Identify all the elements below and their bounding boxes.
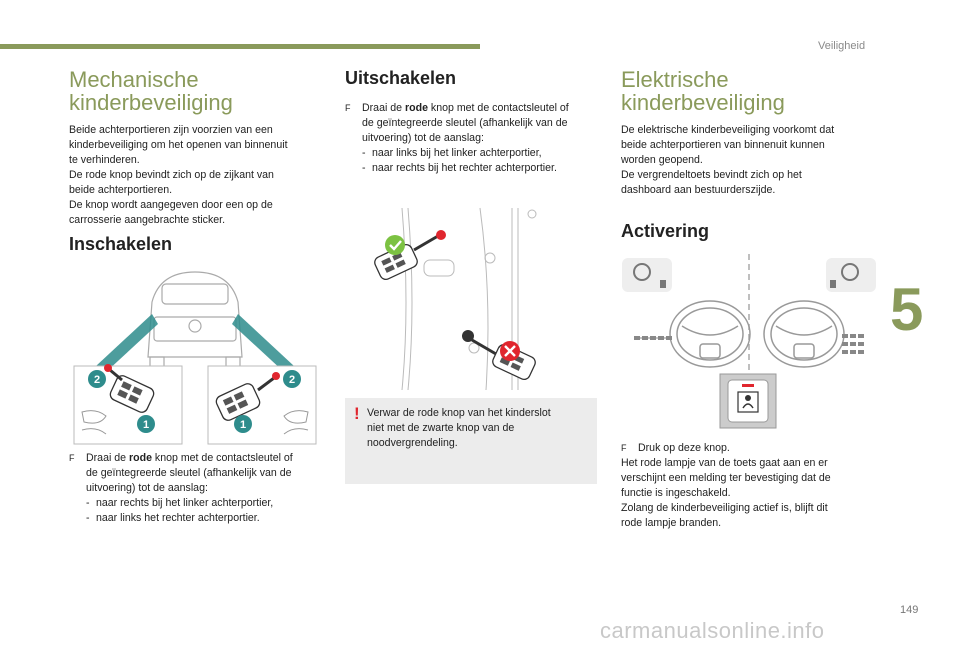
pointer-left-icon bbox=[96, 314, 158, 372]
callout-1-left-icon: 1 bbox=[137, 415, 155, 433]
step-bullet: F bbox=[345, 103, 351, 113]
warning-icon: ! bbox=[354, 404, 360, 423]
electric-title: Elektrische kinderbeveiliging bbox=[621, 67, 785, 115]
red-button-right-icon bbox=[272, 372, 280, 380]
mechanical-lock-illustration: 2 2 1 1 bbox=[73, 271, 317, 445]
callout-1-right-icon: 1 bbox=[234, 415, 252, 433]
key-fob-right-icon bbox=[215, 383, 261, 421]
svg-text:1: 1 bbox=[143, 419, 149, 431]
disable-illustration bbox=[374, 207, 537, 391]
right-intro: De elektrische kinderbeveiliging voorkom… bbox=[621, 124, 835, 196]
left-intro: Beide achterportieren zijn voorzien van … bbox=[69, 124, 288, 226]
lhd-steering-wheel-icon bbox=[669, 300, 751, 368]
red-button-left-icon bbox=[104, 364, 112, 372]
black-button-icon bbox=[462, 330, 474, 342]
disable-heading-wrap: Uitschakelen bbox=[345, 68, 600, 89]
rhd-steering-wheel-icon bbox=[763, 300, 845, 368]
header-accent-bar bbox=[0, 44, 480, 49]
red-button-icon bbox=[436, 230, 446, 240]
activation-heading: Activering bbox=[621, 221, 710, 241]
car-rear-icon bbox=[147, 271, 243, 368]
svg-text:2: 2 bbox=[94, 374, 100, 386]
disable-steps: F Draai de rode knop met de contactsleut… bbox=[345, 101, 603, 176]
warning-text: Verwar de rode knop van het kinderslot n… bbox=[367, 407, 551, 449]
rhd-small-wheel-icon bbox=[826, 258, 876, 292]
key-fob-left-icon bbox=[109, 375, 155, 413]
lhd-small-wheel-icon bbox=[622, 258, 672, 292]
rhd-switch-row-icon bbox=[842, 334, 864, 354]
enable-steps: F Draai de rode knop met de contactsleut… bbox=[69, 451, 329, 526]
svg-text:1: 1 bbox=[240, 419, 246, 431]
section-label: Veiligheid bbox=[818, 40, 866, 52]
warning-note: ! Verwar de rode knop van het kinderslot… bbox=[345, 398, 597, 484]
pointer-right-icon bbox=[232, 314, 294, 372]
watermark: carmanualsonline.info bbox=[600, 618, 825, 643]
electric-title-wrap: Elektrische kinderbeveiliging bbox=[621, 68, 876, 114]
enable-heading-wrap: Inschakelen bbox=[69, 234, 324, 255]
svg-text:2: 2 bbox=[289, 374, 295, 386]
enable-heading: Inschakelen bbox=[69, 234, 173, 254]
step-bullet: F bbox=[621, 443, 627, 453]
child-lock-button-icon bbox=[719, 373, 777, 429]
step-bullet: F bbox=[69, 453, 75, 463]
chapter-number: 5 bbox=[890, 276, 924, 343]
callout-2-left-icon: 2 bbox=[88, 370, 106, 388]
dashboard-illustration bbox=[622, 254, 876, 429]
checkmark-icon bbox=[385, 235, 405, 255]
callout-2-right-icon: 2 bbox=[283, 370, 301, 388]
cross-icon bbox=[500, 341, 520, 361]
disable-heading: Uitschakelen bbox=[345, 68, 457, 88]
activation-steps: F Druk op deze knop. Het rode lampje van… bbox=[621, 441, 883, 531]
page-number: 149 bbox=[900, 604, 919, 616]
mechanical-title: Mechanische kinderbeveiliging bbox=[69, 67, 233, 115]
activation-heading-wrap: Activering bbox=[621, 221, 876, 242]
left-column: Mechanische kinderbeveiliging bbox=[69, 68, 324, 114]
activation-description: Het rode lampje van de toets gaat aan en… bbox=[621, 457, 831, 529]
